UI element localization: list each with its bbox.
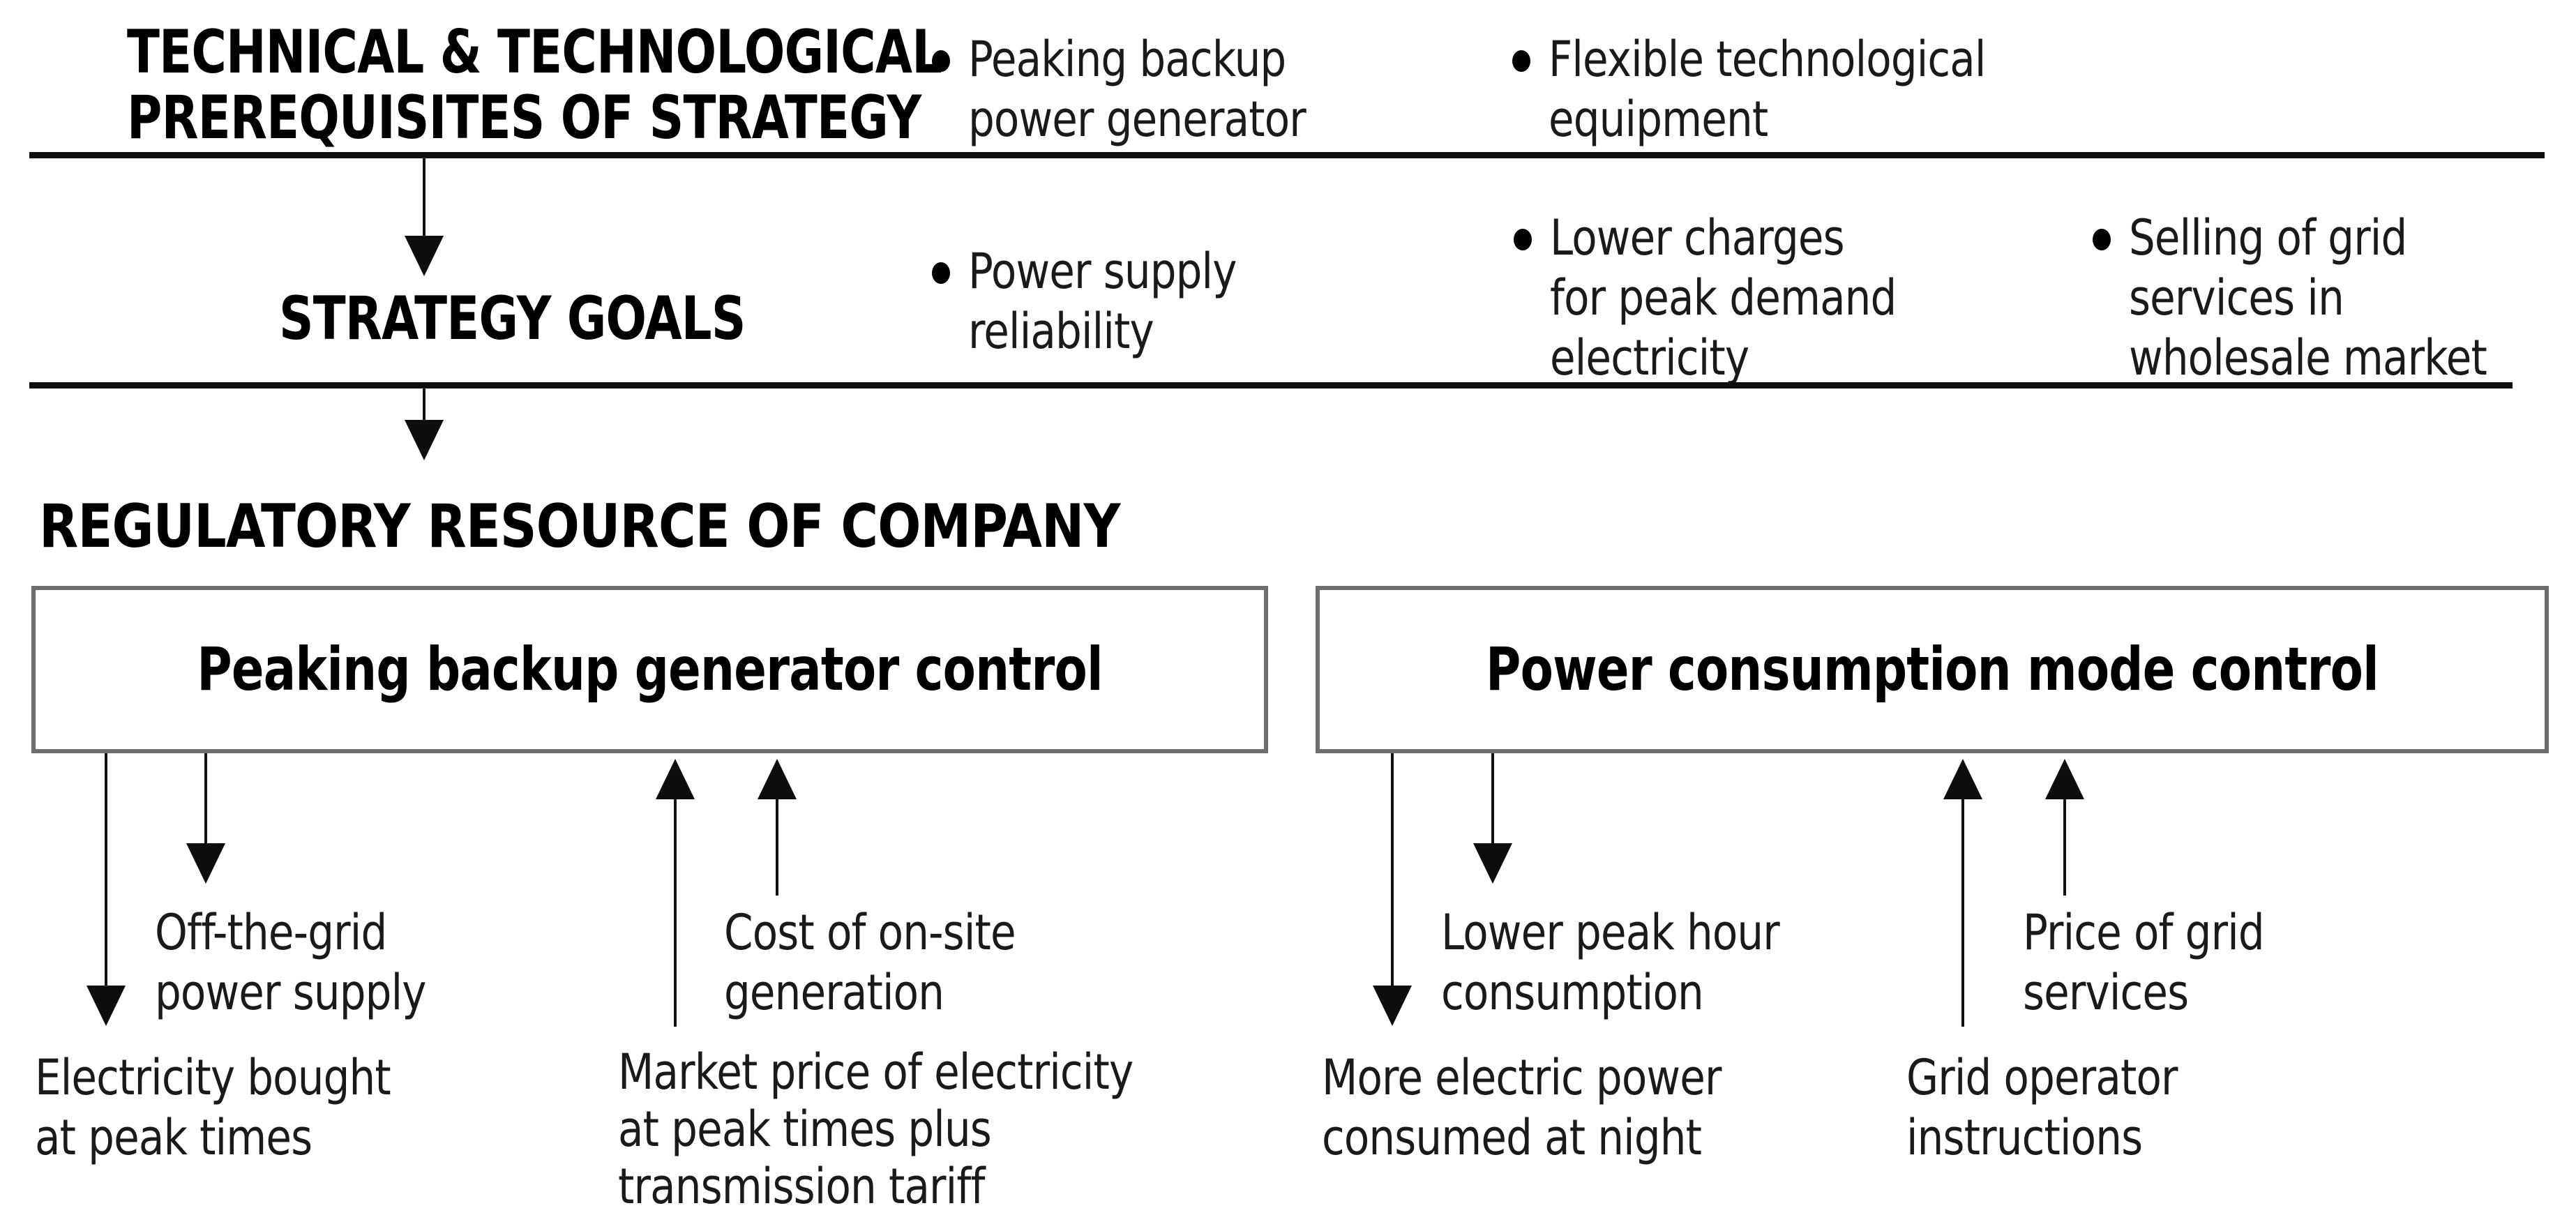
- label-line: generation: [724, 964, 944, 1021]
- bullet-line: Peaking backup: [968, 31, 1286, 88]
- separator-line-1: [29, 152, 2545, 158]
- arrow-down-stem: [1391, 753, 1394, 986]
- prerequisites-heading-line1: TECHNICAL & TECHNOLOGICAL: [127, 17, 942, 87]
- strategy-goals-heading: STRATEGY GOALS: [279, 284, 746, 354]
- box-title: Peaking backup generator control: [197, 635, 1103, 704]
- arrow-down-head-icon: [86, 986, 126, 1026]
- bullet-peaking-backup-generator: Peaking backup power generator: [968, 29, 1365, 149]
- bullet-line: equipment: [1549, 91, 1768, 148]
- arrow-prereq-to-goals-stem: [423, 158, 425, 236]
- bullet-icon: [932, 262, 950, 284]
- bullet-icon: [2093, 229, 2111, 250]
- label-line: Price of grid: [2023, 904, 2265, 961]
- arrow-down-head-icon: [1373, 986, 1412, 1026]
- label-lower-peak-hour-consumption: Lower peak hour consumption: [1441, 903, 1839, 1022]
- bullet-line: Power supply: [968, 243, 1237, 300]
- box-title: Power consumption mode control: [1486, 635, 2379, 704]
- bullet-flexible-equipment: Flexible technological equipment: [1549, 29, 2063, 149]
- box-peaking-backup-generator-control: Peaking backup generator control: [31, 586, 1268, 753]
- bullet-icon: [932, 50, 950, 72]
- label-line: at peak times: [35, 1109, 312, 1166]
- label-line: consumption: [1441, 964, 1704, 1021]
- label-off-the-grid-power-supply: Off-the-grid power supply: [155, 903, 474, 1022]
- bullet-line: Flexible technological: [1549, 31, 1986, 88]
- label-line: power supply: [155, 964, 426, 1021]
- label-line: consumed at night: [1322, 1109, 1702, 1166]
- label-market-price-of-electricity: Market price of electricity at peak time…: [618, 1043, 1224, 1215]
- label-price-of-grid-services: Price of grid services: [2023, 903, 2307, 1022]
- bullet-line: Selling of grid: [2129, 209, 2407, 266]
- bullet-line: services in: [2129, 269, 2344, 326]
- arrow-up-stem: [776, 798, 778, 896]
- arrow-down-stem: [1491, 753, 1494, 844]
- arrow-down-head-icon: [186, 843, 225, 884]
- bullet-power-supply-reliability: Power supply reliability: [968, 241, 1283, 361]
- label-cost-of-on-site-generation: Cost of on-site generation: [724, 903, 1067, 1022]
- arrow-up-head-icon: [758, 759, 797, 799]
- prerequisites-heading: TECHNICAL & TECHNOLOGICAL PREREQUISITES …: [43, 17, 942, 153]
- bullet-line: for peak demand: [1550, 269, 1897, 326]
- arrow-up-stem: [1961, 798, 1964, 1027]
- box-power-consumption-mode-control: Power consumption mode control: [1316, 586, 2549, 753]
- bullet-line: wholesale market: [2129, 329, 2487, 386]
- bullet-icon: [1512, 50, 1530, 72]
- bullet-line: power generator: [968, 91, 1306, 148]
- arrow-up-stem: [674, 798, 677, 1027]
- label-line: Off-the-grid: [155, 904, 387, 961]
- label-line: More electric power: [1322, 1049, 1722, 1106]
- label-more-electric-power-at-night: More electric power consumed at night: [1322, 1048, 1792, 1168]
- label-line: transmission tariff: [618, 1158, 985, 1215]
- separator-line-2: [29, 382, 2513, 388]
- bullet-lower-charges: Lower charges for peak demand electricit…: [1550, 208, 1957, 388]
- arrow-up-head-icon: [2045, 759, 2084, 799]
- label-electricity-bought-at-peak-times: Electricity bought at peak times: [35, 1048, 453, 1168]
- label-line: Grid operator: [1906, 1049, 2178, 1106]
- label-line: instructions: [1906, 1109, 2143, 1166]
- regulatory-heading: REGULATORY RESOURCE OF COMPANY: [39, 492, 1120, 561]
- label-line: Cost of on-site: [724, 904, 1016, 961]
- arrow-down-stem: [105, 753, 107, 986]
- bullet-icon: [1514, 229, 1532, 250]
- bullet-line: Lower charges: [1550, 209, 1845, 266]
- bullet-selling-grid-services: Selling of grid services in wholesale ma…: [2129, 208, 2550, 388]
- bullet-line: reliability: [968, 303, 1154, 360]
- arrow-prereq-to-goals-head-icon: [405, 236, 444, 276]
- label-line: Market price of electricity: [618, 1043, 1133, 1101]
- label-grid-operator-instructions: Grid operator instructions: [1906, 1048, 2225, 1168]
- arrow-up-head-icon: [1943, 759, 1982, 799]
- label-line: at peak times plus: [618, 1101, 992, 1158]
- arrow-goals-to-regulatory-head-icon: [405, 420, 444, 460]
- label-line: Lower peak hour: [1441, 904, 1780, 961]
- bullet-line: electricity: [1550, 329, 1749, 386]
- arrow-goals-to-regulatory-stem: [423, 388, 425, 421]
- arrow-down-stem: [204, 753, 207, 844]
- arrow-up-stem: [2063, 798, 2066, 896]
- label-line: services: [2023, 964, 2189, 1021]
- arrow-up-head-icon: [656, 759, 695, 799]
- prerequisites-heading-line2: PREREQUISITES OF STRATEGY: [127, 83, 921, 153]
- arrow-down-head-icon: [1473, 843, 1512, 884]
- label-line: Electricity bought: [35, 1049, 391, 1106]
